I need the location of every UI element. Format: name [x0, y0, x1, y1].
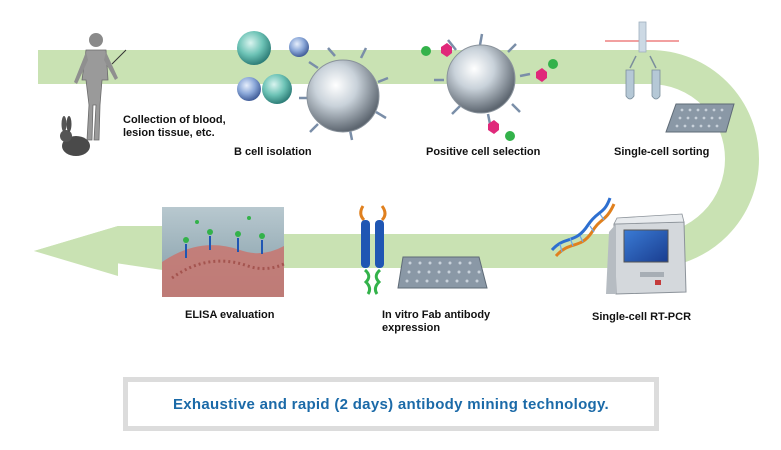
selected-cell-icon [421, 33, 558, 141]
step-single-cell-sorting-label: Single-cell sorting [614, 146, 710, 158]
step-b-cell-isolation-label: B cell isolation [234, 146, 312, 158]
sorting-plate-icon [665, 103, 735, 133]
pcr-machine-icon [606, 213, 687, 295]
fab-antibody-icon [359, 205, 387, 295]
step-fab-expression-label: In vitro Fab antibody expression [382, 309, 491, 334]
flow-arrow [34, 50, 759, 276]
b-cells-icon [237, 31, 389, 141]
cell-sorter-icon [605, 21, 679, 100]
dna-helix-icon [550, 197, 616, 258]
step-collection-label: Collection of blood, lesion tissue, etc. [123, 114, 226, 139]
human-figure-icon [74, 33, 127, 141]
step-elisa-label: ELISA evaluation [185, 309, 275, 321]
elisa-well-image [162, 207, 285, 297]
rabbit-icon [60, 116, 90, 156]
expression-plate-icon [397, 256, 488, 289]
caption-text: Exhaustive and rapid (2 days) antibody m… [172, 395, 610, 413]
step-positive-selection-label: Positive cell selection [426, 146, 541, 158]
caption-box: Exhaustive and rapid (2 days) antibody m… [123, 377, 659, 431]
step-rt-pcr-label: Single-cell RT-PCR [592, 311, 692, 323]
